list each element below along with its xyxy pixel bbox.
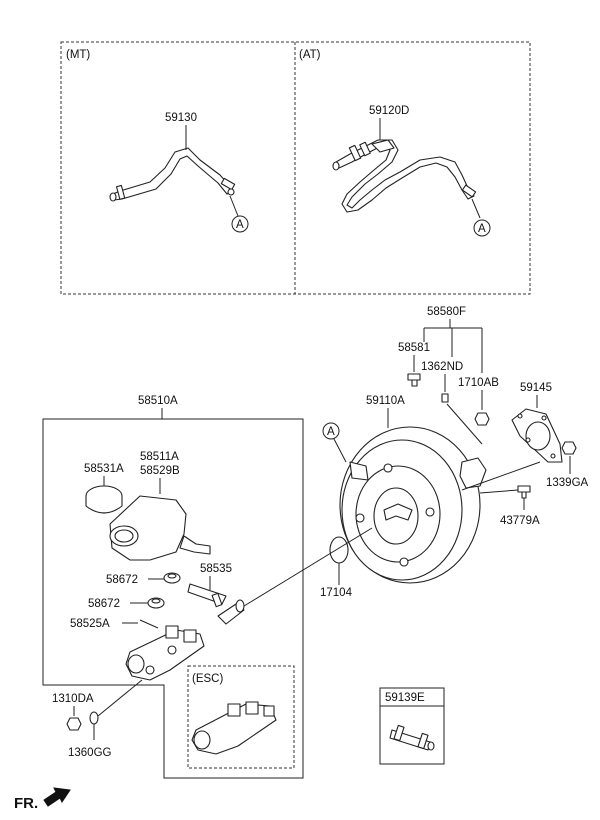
part-label-58580F: 58580F bbox=[427, 306, 466, 318]
vacuum-hose-mt[interactable] bbox=[109, 147, 236, 202]
grommet-58672-upper[interactable] bbox=[163, 572, 181, 584]
part-label-59130: 59130 bbox=[165, 112, 197, 124]
vacuum-hose-at[interactable] bbox=[332, 139, 477, 213]
part-label-1362ND: 1362ND bbox=[421, 361, 463, 373]
master-cylinder-box bbox=[42, 418, 304, 779]
part-label-59139E: 59139E bbox=[385, 692, 425, 704]
part-label-1310DA: 1310DA bbox=[52, 693, 94, 705]
callout-a-at: A bbox=[473, 219, 491, 237]
hose-kit-59139E[interactable] bbox=[389, 724, 435, 751]
front-direction-label: FR. bbox=[14, 795, 38, 812]
brake-booster-59110A[interactable] bbox=[339, 426, 487, 584]
section-label-at: (AT) bbox=[299, 49, 321, 61]
vacuum-hose-box: (MT) (AT) bbox=[60, 41, 531, 295]
svg-text:A: A bbox=[327, 426, 335, 438]
front-direction-indicator: FR. bbox=[14, 787, 71, 812]
hose-kit-box: 59139E bbox=[379, 687, 445, 765]
master-cylinder-esc[interactable] bbox=[191, 701, 277, 755]
esc-box: (ESC) bbox=[187, 665, 295, 769]
nut-1710AB[interactable] bbox=[474, 412, 490, 426]
part-label-58529B: 58529B bbox=[140, 465, 180, 477]
svg-text:A: A bbox=[236, 219, 244, 231]
part-label-58511A: 58511A bbox=[140, 451, 179, 463]
part-label-1710AB: 1710AB bbox=[458, 377, 499, 389]
front-arrow-icon bbox=[43, 787, 71, 807]
section-label-esc: (ESC) bbox=[192, 673, 223, 685]
part-label-1339GA: 1339GA bbox=[546, 477, 589, 489]
part-label-58525A: 58525A bbox=[70, 618, 110, 630]
clip-1362ND[interactable] bbox=[441, 393, 449, 403]
callout-a-mt: A bbox=[231, 215, 249, 233]
nut-1339GA[interactable] bbox=[561, 441, 577, 455]
bracket-58580F bbox=[423, 319, 483, 373]
part-label-58535: 58535 bbox=[200, 563, 232, 575]
part-label-58581: 58581 bbox=[398, 342, 430, 354]
level-sensor-58535[interactable] bbox=[187, 583, 227, 608]
part-label-58672-lower: 58672 bbox=[88, 598, 120, 610]
clevis-pin-43779A[interactable] bbox=[517, 485, 531, 499]
part-label-58531A: 58531A bbox=[84, 463, 124, 475]
o-ring-17104[interactable] bbox=[329, 536, 349, 564]
nut-1310DA[interactable] bbox=[66, 717, 82, 731]
part-label-43779A: 43779A bbox=[500, 515, 540, 527]
part-label-1360GG: 1360GG bbox=[68, 747, 112, 759]
grommet-58672-lower[interactable] bbox=[147, 597, 165, 609]
part-label-17104: 17104 bbox=[320, 587, 353, 599]
svg-text:A: A bbox=[478, 223, 486, 235]
gasket-59145[interactable] bbox=[511, 408, 563, 463]
part-label-59110A: 59110A bbox=[366, 395, 405, 407]
reservoir-cap-58531A[interactable] bbox=[85, 485, 123, 514]
callout-a-booster: A bbox=[322, 422, 340, 440]
part-label-58510A: 58510A bbox=[138, 395, 178, 407]
reservoir-58511A[interactable] bbox=[109, 495, 211, 561]
part-label-58672-upper: 58672 bbox=[106, 574, 138, 586]
part-label-59120D: 59120D bbox=[369, 105, 409, 117]
push-rod-fitting[interactable] bbox=[217, 599, 245, 625]
washer-1360GG[interactable] bbox=[89, 711, 99, 725]
section-label-mt: (MT) bbox=[66, 49, 90, 61]
bolt-58581[interactable] bbox=[407, 373, 421, 387]
pin-58525A[interactable] bbox=[139, 619, 159, 629]
master-cylinder-body[interactable] bbox=[125, 625, 205, 681]
part-label-59145: 59145 bbox=[520, 382, 552, 394]
